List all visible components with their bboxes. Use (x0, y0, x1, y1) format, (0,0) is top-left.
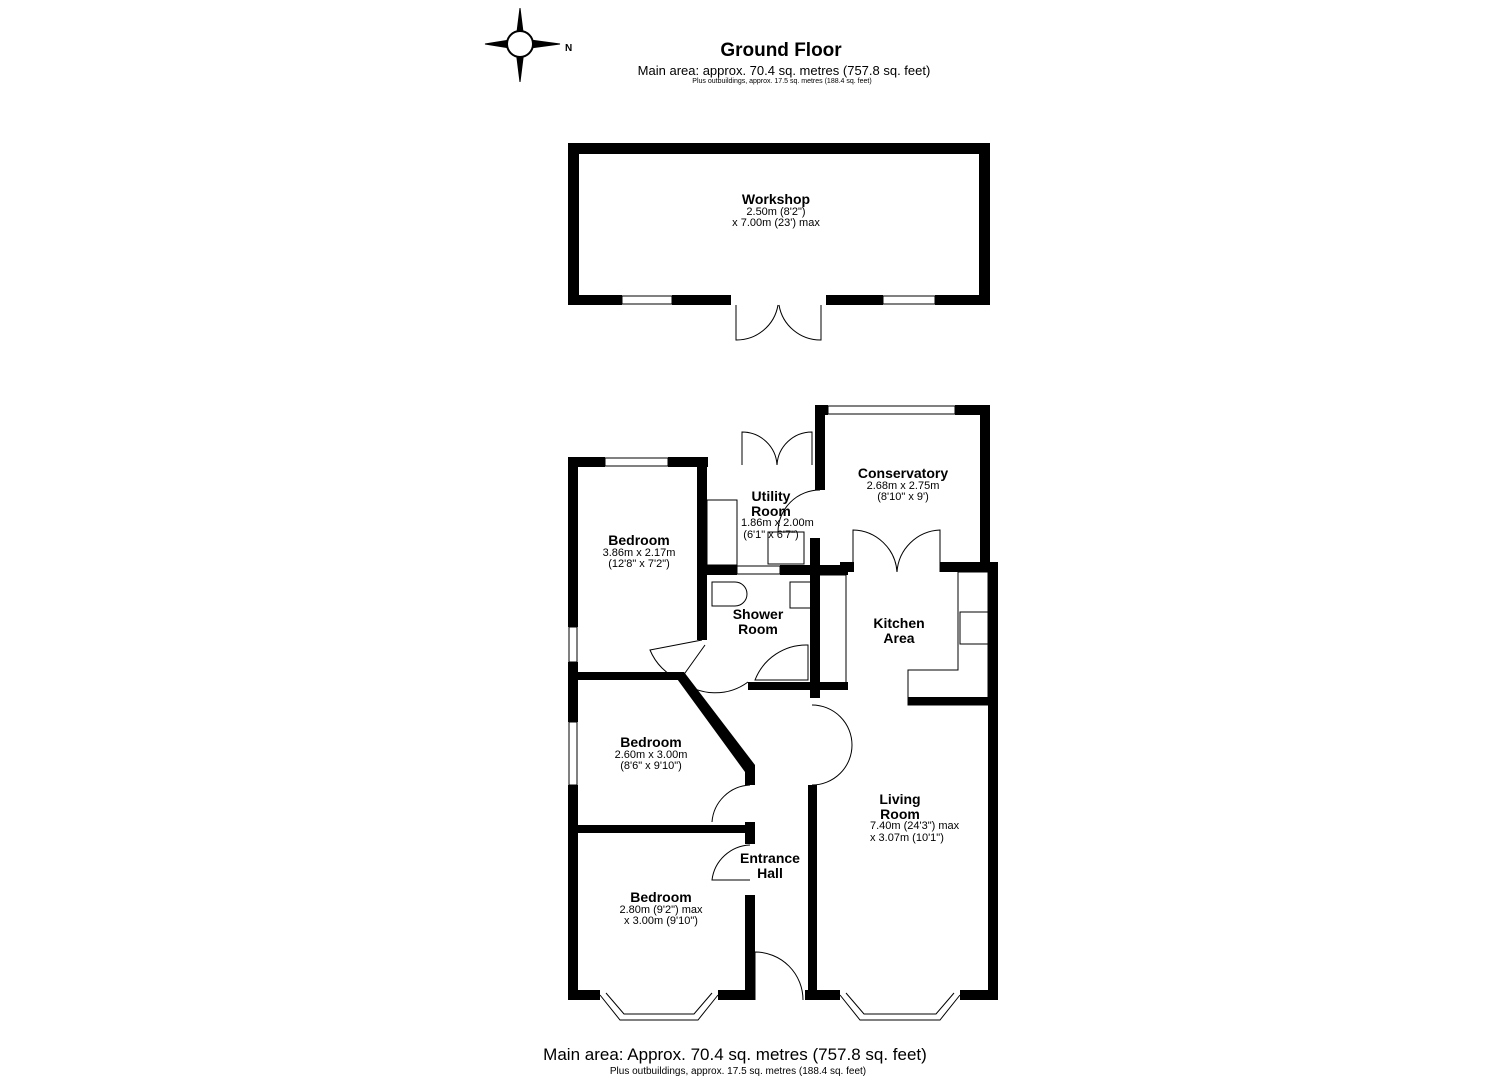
room-dims: 2.60m x 3.00m (614, 748, 688, 761)
door (711, 844, 751, 881)
room-dims: (8'6" x 9'10") (620, 760, 682, 773)
window (736, 565, 781, 575)
door (777, 489, 821, 533)
room-bedroom-2: Bedroom 2.60m x 3.00m (8'6" x 9'10") (615, 735, 688, 773)
window (882, 295, 936, 305)
room-dims: (8'10" x 9') (877, 491, 929, 504)
footer-outbuildings: Plus outbuildings, approx. 17.5 sq. metr… (609, 1066, 867, 1077)
utility-french-door (741, 431, 813, 466)
hob (959, 611, 989, 645)
toilet (711, 581, 748, 607)
room-utility: Utility Room 1.86m x 2.00m (6'1" x 6'7") (741, 488, 814, 541)
room-dims: 3.86m x 2.17m (602, 546, 676, 559)
bay-window (599, 992, 719, 1021)
kitchen-french-door (852, 529, 941, 573)
room-dims: 1.86m x 2.00m (741, 517, 814, 530)
window (568, 721, 578, 786)
main-area-summary: Main area: approx. 70.4 sq. metres (757.… (637, 63, 931, 78)
room-dims: 2.68m x 2.75m (866, 479, 940, 492)
door (679, 644, 749, 694)
window (621, 295, 673, 305)
room-conservatory: Conservatory 2.68m x 2.75m (8'10" x 9') (858, 466, 948, 504)
room-entrance-hall: Entrance Hall (740, 850, 800, 881)
room-bedroom-1: Bedroom 3.86m x 2.17m (12'8" x 7'2") (603, 533, 676, 571)
room-name: Utility Room (751, 488, 791, 519)
room-name: Kitchen Area (873, 615, 925, 646)
worktop (706, 499, 738, 566)
room-name: Entrance Hall (740, 850, 800, 881)
door (778, 304, 822, 341)
room-dims: 2.50m (8'2") (746, 205, 806, 218)
room-name: Conservatory (857, 465, 949, 481)
door (649, 639, 703, 681)
room-name: Bedroom (630, 889, 692, 905)
door (711, 784, 751, 823)
front-door (754, 951, 804, 1001)
room-bedroom-3: Bedroom 2.80m (9'2") max x 3.00m (9'10") (619, 890, 702, 928)
compass-north-label: N (565, 43, 572, 54)
bay-window (839, 992, 961, 1021)
room-name: Shower Room (732, 606, 784, 637)
room-name: Bedroom (620, 734, 682, 750)
room-dims: 2.80m (9'2") max (619, 903, 703, 916)
room-dims: (6'1" x 6'7") (743, 528, 799, 541)
room-dims: x 7.00m (23') max (732, 217, 820, 230)
house-walls (568, 405, 998, 1000)
room-dims: x 3.00m (9'10") (624, 915, 698, 928)
room-living: Living Room 7.40m (24'3") max x 3.07m (1… (870, 791, 960, 844)
shower-tray (754, 644, 809, 681)
room-workshop: Workshop 2.50m (8'2") x 7.00m (23') max (732, 192, 820, 230)
compass-icon (484, 7, 561, 83)
living-double-door (811, 704, 853, 786)
room-kitchen: Kitchen Area (872, 615, 927, 646)
room-name: Workshop (741, 191, 811, 207)
workshop-walls (568, 143, 990, 305)
room-dims: 7.40m (24'3") max (870, 820, 960, 833)
room-dims: (12'8" x 7'2") (608, 558, 670, 571)
kitchen-worktop (817, 574, 847, 684)
kitchen-worktop (907, 571, 989, 706)
room-name: Living Room (879, 791, 921, 822)
room-name: Bedroom (608, 532, 670, 548)
page-title: Ground Floor (720, 40, 842, 61)
room-dims: x 3.07m (10'1") (870, 831, 944, 844)
door (735, 304, 779, 341)
footer-main-area: Main area: Approx. 70.4 sq. metres (757.… (543, 1045, 927, 1064)
basin (789, 581, 813, 609)
window (604, 457, 669, 467)
window (827, 405, 956, 415)
outbuildings-summary: Plus outbuildings, approx. 17.5 sq. metr… (692, 78, 872, 85)
window (568, 626, 578, 663)
sink (767, 531, 805, 565)
room-shower: Shower Room (731, 606, 786, 637)
